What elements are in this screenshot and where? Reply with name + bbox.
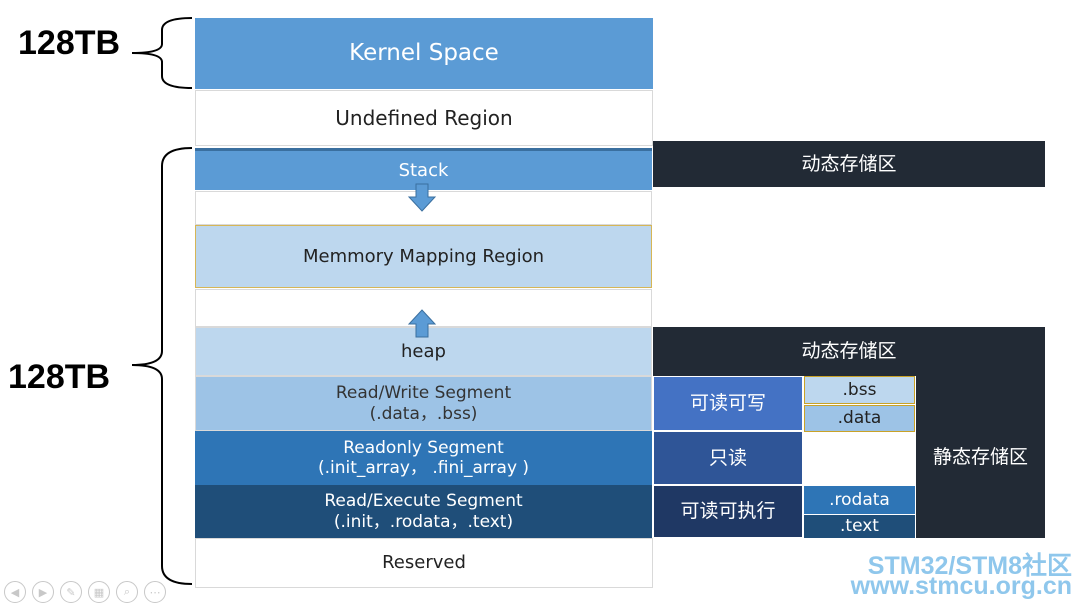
mmap-region-label: Memmory Mapping Region	[302, 245, 545, 267]
mmap-region-segment: Memmory Mapping Region	[195, 225, 652, 288]
read-execute-permission: 可读可执行	[653, 485, 803, 538]
rodata-text: .rodata	[829, 489, 890, 510]
heap-label: heap	[401, 340, 446, 362]
reserved-segment: Reserved	[195, 538, 653, 588]
read-execute-text: 可读可执行	[680, 500, 776, 523]
heap-grow-up-arrow-icon	[407, 309, 437, 338]
static-storage-label: 静态存储区	[916, 376, 1045, 538]
user-size-label: 128TB	[8, 358, 111, 396]
dynamic-storage-heap-label: 动态存储区	[653, 327, 1045, 376]
kernel-space-segment: Kernel Space	[195, 18, 653, 89]
kernel-space-label: Kernel Space	[349, 39, 499, 66]
dynamic-storage-text-2: 动态存储区	[801, 340, 897, 363]
dynamic-storage-stack-label: 动态存储区	[653, 141, 1045, 187]
dynamic-storage-text-1: 动态存储区	[801, 152, 897, 175]
readonly-empty-cell	[804, 432, 915, 485]
watermark-title: STM32/STM8社区	[867, 552, 1072, 580]
read-only-text: 只读	[708, 446, 747, 469]
pen-icon[interactable]: ✎	[60, 581, 82, 603]
text-section: .text	[804, 515, 915, 538]
stack-label: Stack	[398, 159, 449, 181]
zoom-icon[interactable]: ⌕	[116, 581, 138, 603]
more-icon[interactable]: ⋯	[144, 581, 166, 603]
rx-segment-sub: (.init，.rodata，.text)	[333, 511, 514, 532]
reserved-label: Reserved	[382, 552, 466, 574]
rw-segment: Read/Write Segment (.data，.bss)	[195, 376, 652, 431]
ro-segment-title: Readonly Segment	[343, 437, 504, 458]
user-space-brace	[131, 147, 193, 585]
undefined-region-segment: Undefined Region	[195, 90, 653, 146]
rx-segment-title: Read/Execute Segment	[324, 491, 523, 512]
kernel-size-label: 128TB	[18, 24, 121, 62]
data-text: .data	[837, 408, 882, 429]
rw-segment-title: Read/Write Segment	[335, 383, 512, 404]
rw-segment-sub: (.data，.bss)	[369, 403, 478, 424]
bss-section: .bss	[804, 376, 915, 404]
watermark-url: www.stmcu.org.cn	[850, 572, 1072, 600]
kernel-brace	[131, 17, 193, 89]
rodata-section: .rodata	[804, 486, 915, 514]
ro-segment: Readonly Segment (.init_array， .fini_arr…	[195, 431, 652, 485]
slides-icon[interactable]: ▦	[88, 581, 110, 603]
static-storage-text: 静态存储区	[932, 445, 1028, 468]
read-write-permission: 可读可写	[653, 376, 803, 431]
read-write-text: 可读可写	[689, 392, 766, 415]
next-icon[interactable]: ▶	[32, 581, 54, 603]
text-text: .text	[840, 516, 879, 537]
bss-text: .bss	[842, 379, 877, 400]
undefined-region-label: Undefined Region	[335, 106, 513, 130]
stack-segment: Stack	[195, 148, 652, 190]
stack-grow-down-arrow-icon	[407, 183, 437, 212]
rx-segment: Read/Execute Segment (.init，.rodata，.tex…	[195, 485, 652, 538]
prev-icon[interactable]: ◀	[4, 581, 26, 603]
ro-segment-sub: (.init_array， .fini_array )	[317, 458, 530, 478]
read-only-permission: 只读	[653, 431, 803, 485]
data-section: .data	[804, 405, 915, 432]
slideshow-toolbar: ◀ ▶ ✎ ▦ ⌕ ⋯	[4, 581, 166, 603]
